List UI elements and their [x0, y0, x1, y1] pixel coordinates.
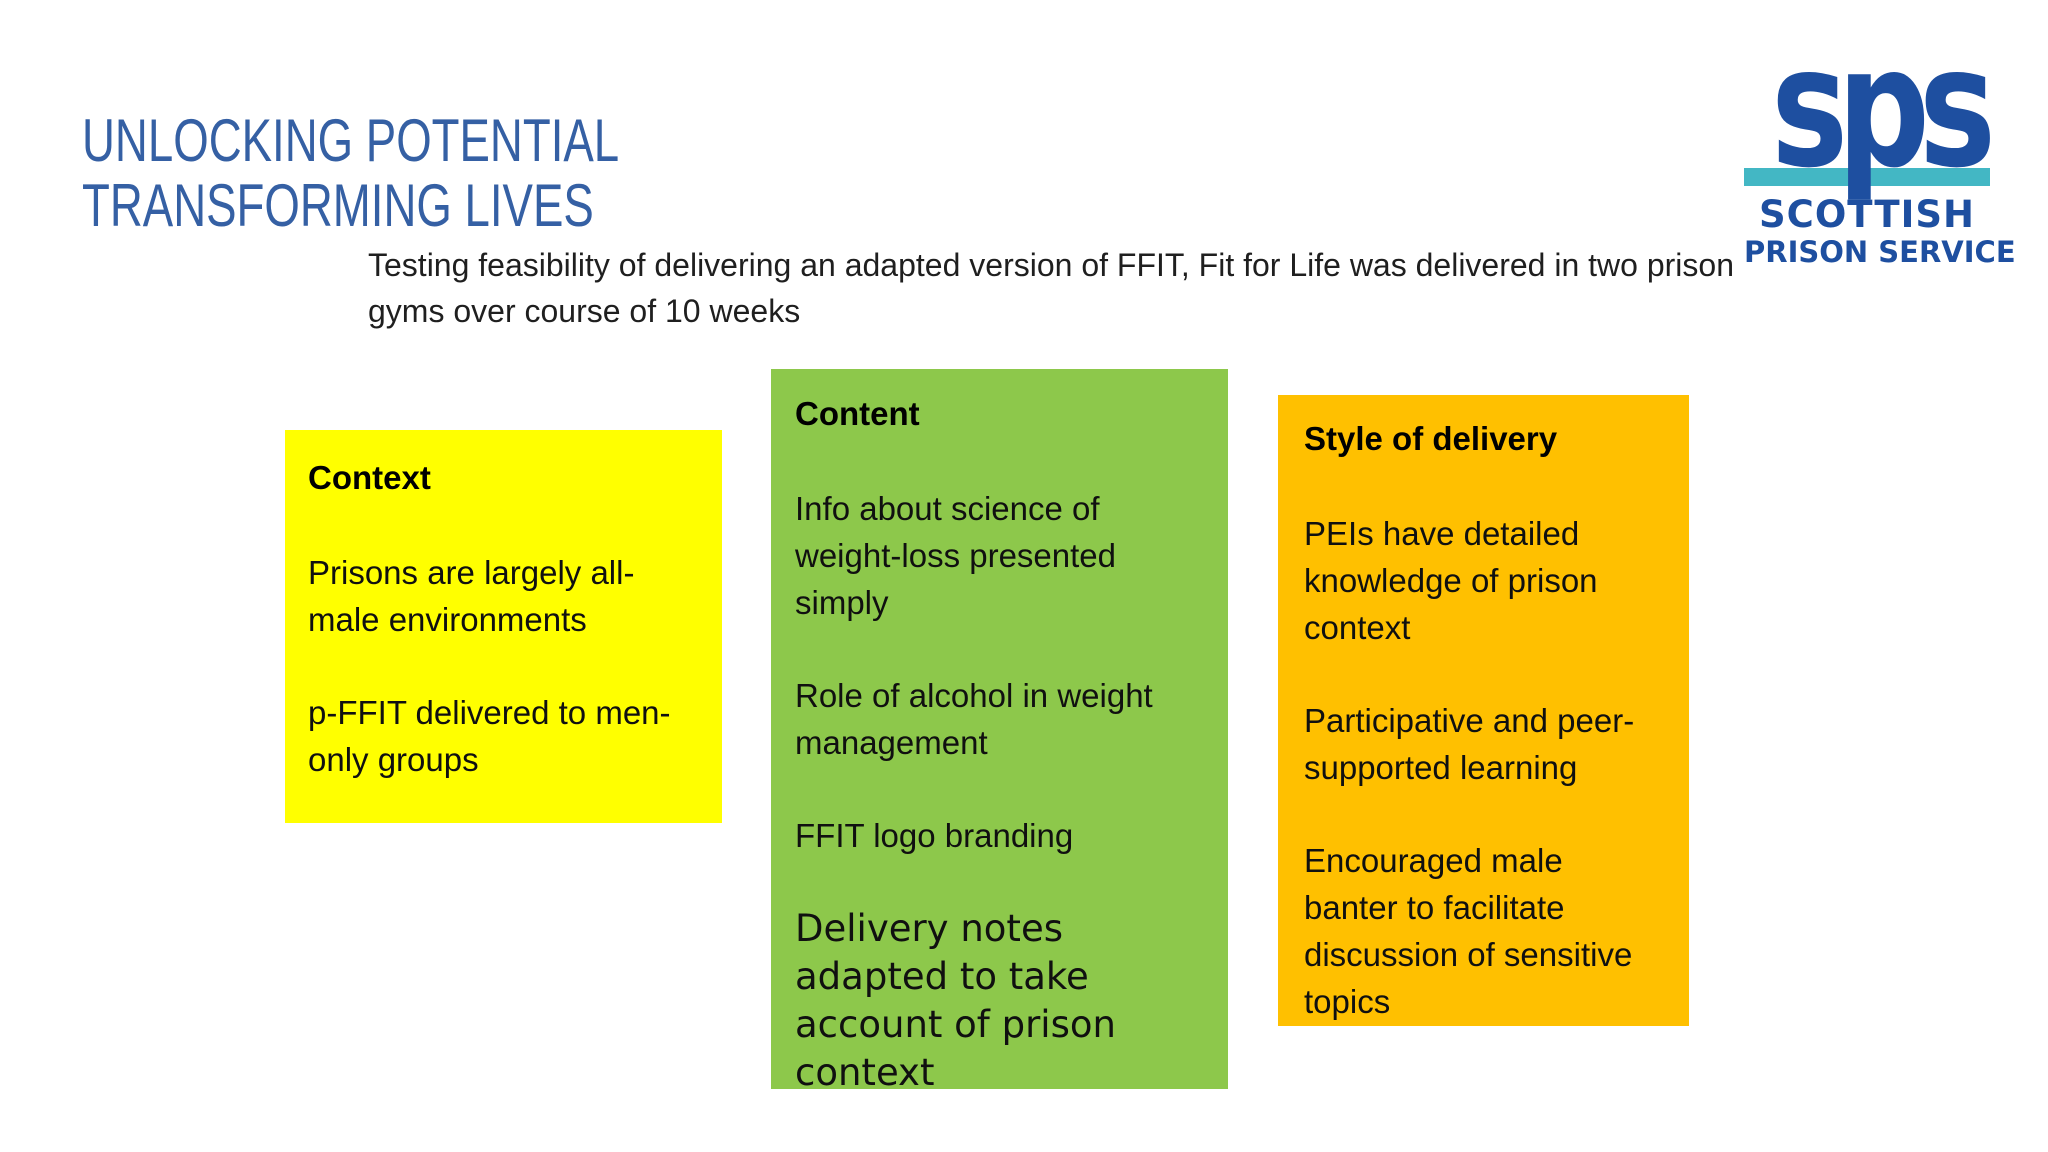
- sps-logo-teal-bar: [1744, 168, 1990, 186]
- content-box-paragraph: Role of alcohol in weight management: [795, 677, 1153, 761]
- slide-title-line-1: UNLOCKING POTENTIAL: [82, 107, 620, 175]
- slide-title-line-2: TRANSFORMING LIVES: [82, 172, 594, 240]
- context-box: Context Prisons are largely all-male env…: [285, 430, 722, 823]
- content-box-paragraph: FFIT logo branding: [795, 817, 1074, 854]
- sps-logo-acronym: sps: [1771, 12, 1996, 205]
- content-box-callout: Delivery notes adapted to take account o…: [795, 907, 1116, 1094]
- content-box-paragraph: Info about science of weight-loss presen…: [795, 490, 1117, 621]
- sps-logo: sps SCOTTISH PRISON SERVICE: [1744, 26, 2016, 276]
- sps-logo-name-line-2: PRISON SERVICE: [1744, 235, 2016, 269]
- slide-title: UNLOCKING POTENTIAL TRANSFORMING LIVES: [82, 108, 619, 238]
- slide-subtitle: Testing feasibility of delivering an ada…: [368, 247, 1734, 329]
- context-box-title: Context: [308, 459, 431, 496]
- context-box-paragraph: Prisons are largely all-male environment…: [308, 554, 635, 638]
- style-box-paragraph: Participative and peer-supported learnin…: [1304, 702, 1635, 786]
- style-of-delivery-box: Style of delivery PEIs have detailed kno…: [1278, 395, 1689, 1026]
- style-box-paragraph: Encouraged male banter to facilitate dis…: [1304, 842, 1633, 1020]
- content-box: Content Info about science of weight-los…: [771, 369, 1228, 1094]
- sps-logo-name-line-1: SCOTTISH: [1759, 193, 1975, 236]
- content-box-title: Content: [795, 395, 920, 432]
- style-box-title: Style of delivery: [1304, 420, 1558, 457]
- style-box-paragraph: PEIs have detailed knowledge of prison c…: [1304, 515, 1598, 646]
- context-box-paragraph: p-FFIT delivered to men-only groups: [308, 694, 671, 778]
